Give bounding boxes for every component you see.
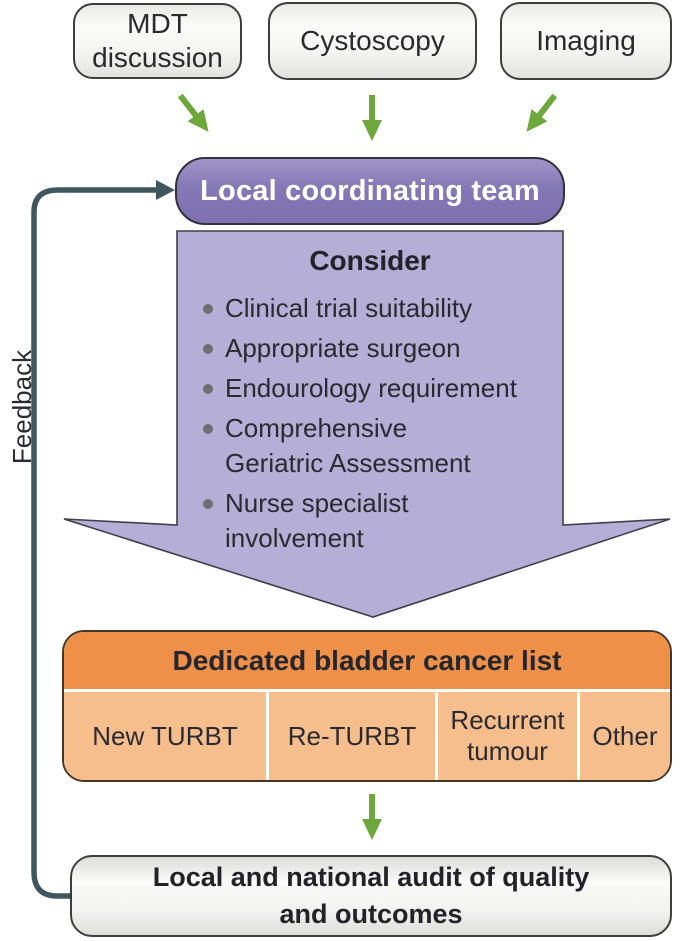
list-cell-new-turbt: New TURBT <box>64 692 266 780</box>
list-item: Comprehensive Geriatric Assessment <box>203 411 553 481</box>
input-label: Imaging <box>536 25 636 56</box>
consider-list: Clinical trial suitability Appropriate s… <box>203 291 553 556</box>
input-box-mdt-discussion: MDT discussion <box>73 3 242 79</box>
feedback-text: Feedback <box>6 349 37 465</box>
consider-item-label: Endourology requirement <box>225 373 517 403</box>
consider-heading: Consider <box>309 245 431 276</box>
down-right-arrow-icon <box>177 93 209 132</box>
flow-arrow-shape <box>63 230 671 618</box>
list-cell-recurrent-tumour: Recurrent tumour <box>438 692 577 780</box>
dedicated-list-box: Dedicated bladder cancer list New TURBT … <box>62 630 672 782</box>
consider-panel: Consider Clinical trial suitability Appr… <box>177 231 563 561</box>
input-box-cystoscopy: Cystoscopy <box>268 2 477 80</box>
feedback-label: Feedback <box>7 346 37 468</box>
down-left-arrow-icon <box>526 93 558 132</box>
list-item: Endourology requirement <box>203 371 553 406</box>
input-label: MDT discussion <box>92 8 223 73</box>
consider-item-label: Comprehensive Geriatric Assessment <box>225 413 471 478</box>
dedicated-list-cells: New TURBT Re-TURBT Recurrent tumour Othe… <box>64 692 670 780</box>
consider-item-label: Nurse specialist involvement <box>225 488 409 553</box>
list-cell-other: Other <box>580 692 670 780</box>
local-coordinating-team-box: Local coordinating team <box>175 157 565 225</box>
input-label: Cystoscopy <box>300 25 445 56</box>
audit-label: Local and national audit of quality and … <box>152 862 590 929</box>
bullet-icon <box>203 424 213 434</box>
bullet-icon <box>203 344 213 354</box>
list-cell-re-turbt: Re-TURBT <box>269 692 435 780</box>
audit-box: Local and national audit of quality and … <box>70 855 672 937</box>
dedicated-list-header: Dedicated bladder cancer list <box>64 632 670 689</box>
down-arrow-icon <box>362 794 382 840</box>
list-item: Clinical trial suitability <box>203 291 553 326</box>
consider-item-label: Appropriate surgeon <box>225 333 461 363</box>
input-box-imaging: Imaging <box>500 2 672 80</box>
bullet-icon <box>203 304 213 314</box>
feedback-arrowhead-icon <box>156 180 175 200</box>
bullet-icon <box>203 499 213 509</box>
list-item: Appropriate surgeon <box>203 331 553 366</box>
list-item: Nurse specialist involvement <box>203 486 553 556</box>
coordinator-label: Local coordinating team <box>200 174 540 207</box>
down-arrow-icon <box>362 95 382 141</box>
consider-item-label: Clinical trial suitability <box>225 293 473 323</box>
bullet-icon <box>203 384 213 394</box>
feedback-arrow <box>31 187 157 899</box>
